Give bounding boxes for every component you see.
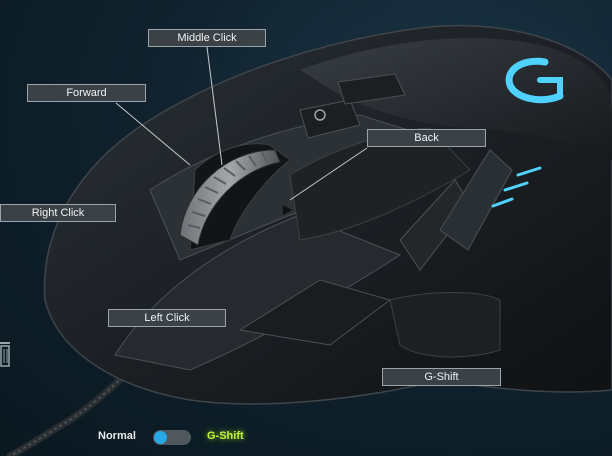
g7-button-icon (299, 99, 361, 139)
mode-toggle-knob (154, 431, 167, 444)
callout-right-click[interactable]: Right Click (0, 204, 116, 222)
callout-middle-click-label: Middle Click (177, 32, 237, 44)
scroll-wheel-icon (179, 149, 281, 246)
callout-leader-lines (115, 46, 368, 201)
callout-middle-click[interactable]: Middle Click (148, 29, 266, 47)
callout-forward[interactable]: Forward (27, 84, 146, 102)
gaming-mouse-image (43, 24, 612, 405)
g8-button-icon (337, 73, 406, 105)
callout-back[interactable]: Back (367, 129, 486, 147)
callout-g-shift-label: G-Shift (424, 371, 459, 383)
callout-left-click[interactable]: Left Click (108, 309, 226, 327)
mode-switch: Normal G-Shift (98, 428, 258, 448)
trash-icon[interactable] (0, 340, 10, 368)
callout-right-click-label: Right Click (31, 207, 85, 219)
logo-g-icon (505, 57, 564, 103)
callout-forward-label: Forward (66, 87, 107, 99)
mode-toggle-switch[interactable] (153, 430, 191, 445)
callout-g-shift[interactable]: G-Shift (382, 368, 501, 386)
callout-back-label: Back (414, 132, 439, 144)
callout-left-click-label: Left Click (144, 312, 190, 324)
normal-mode-label[interactable]: Normal (98, 430, 136, 442)
dpi-led-indicator-icon (491, 166, 542, 208)
gshift-mode-label[interactable]: G-Shift (207, 430, 244, 442)
